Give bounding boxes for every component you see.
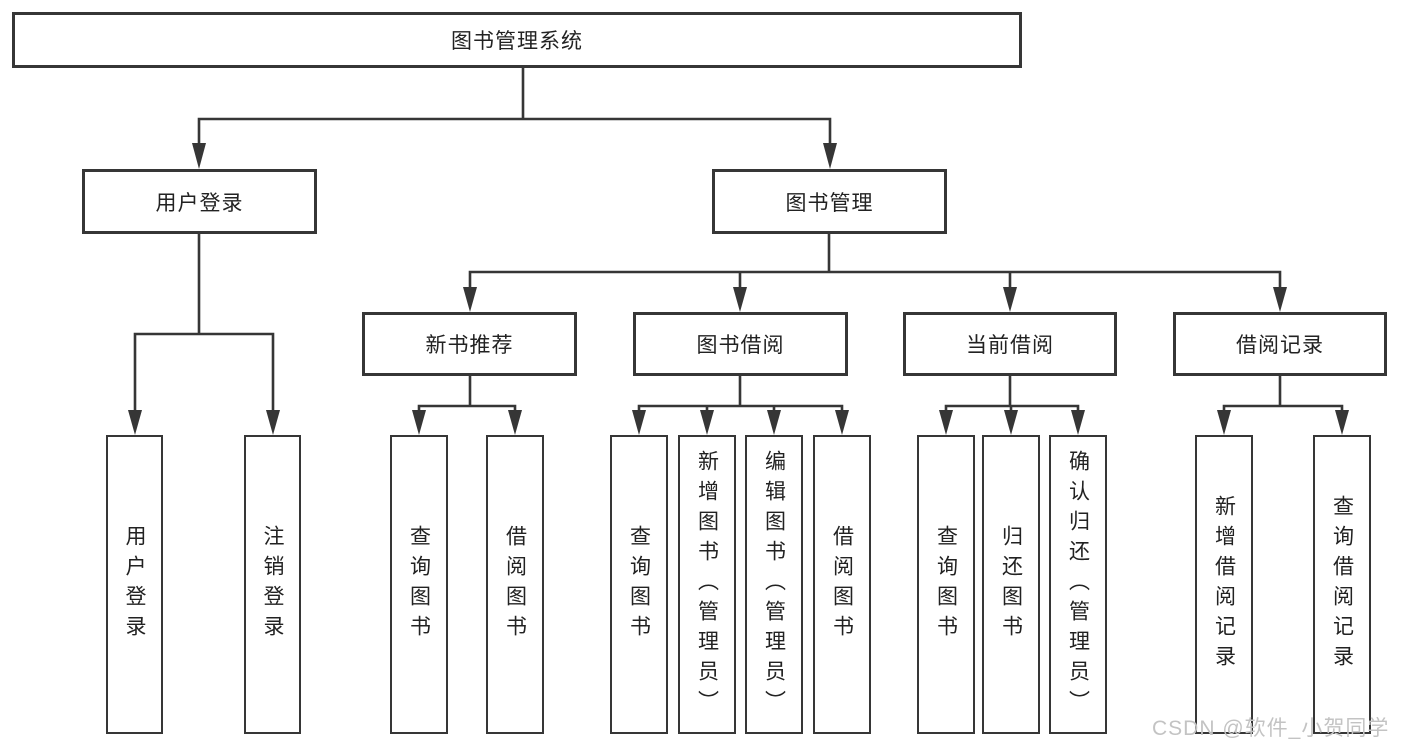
leaf-label: 用户登录 — [123, 524, 146, 645]
node-current-borrow: 当前借阅 — [903, 312, 1117, 376]
leaf-add-books-admin: 新增图书（管理员） — [678, 435, 736, 734]
leaf-add-borrow-record: 新增借阅记录 — [1195, 435, 1253, 734]
leaf-label: 借阅图书 — [830, 524, 854, 645]
node-root-system: 图书管理系统 — [12, 12, 1022, 68]
node-user-login-branch: 用户登录 — [82, 169, 317, 234]
leaf-query-books-current: 查询图书 — [917, 435, 975, 734]
leaf-label: 查询图书 — [934, 524, 958, 645]
leaf-query-books-borrow: 查询图书 — [610, 435, 668, 734]
leaf-label: 新增借阅记录 — [1212, 494, 1236, 675]
leaf-query-borrow-record: 查询借阅记录 — [1313, 435, 1371, 734]
leaf-return-books: 归还图书 — [982, 435, 1040, 734]
leaf-user-login: 用户登录 — [106, 435, 163, 734]
node-borrow-records: 借阅记录 — [1173, 312, 1387, 376]
leaf-borrow-books-recommend: 借阅图书 — [486, 435, 544, 734]
leaf-borrow-books: 借阅图书 — [813, 435, 871, 734]
arrowhead-icons — [128, 143, 1349, 435]
node-book-management-branch: 图书管理 — [712, 169, 947, 234]
leaf-label: 新增图书（管理员） — [695, 449, 719, 720]
leaf-confirm-return-admin: 确认归还（管理员） — [1049, 435, 1107, 734]
leaf-label: 归还图书 — [999, 524, 1023, 645]
leaf-label: 借阅图书 — [503, 524, 527, 645]
leaf-label: 确认归还（管理员） — [1066, 449, 1090, 720]
leaf-label: 注销登录 — [261, 524, 284, 645]
leaf-label: 编辑图书（管理员） — [762, 449, 786, 720]
leaf-logout: 注销登录 — [244, 435, 301, 734]
node-new-book-recommend: 新书推荐 — [362, 312, 577, 376]
node-book-borrow: 图书借阅 — [633, 312, 848, 376]
leaf-label: 查询图书 — [627, 524, 651, 645]
leaf-label: 查询图书 — [407, 524, 431, 645]
csdn-watermark: CSDN @软件_小贺同学 — [1152, 717, 1390, 740]
leaf-query-books-recommend: 查询图书 — [390, 435, 448, 734]
leaf-label: 查询借阅记录 — [1330, 494, 1354, 675]
leaf-edit-books-admin: 编辑图书（管理员） — [745, 435, 803, 734]
